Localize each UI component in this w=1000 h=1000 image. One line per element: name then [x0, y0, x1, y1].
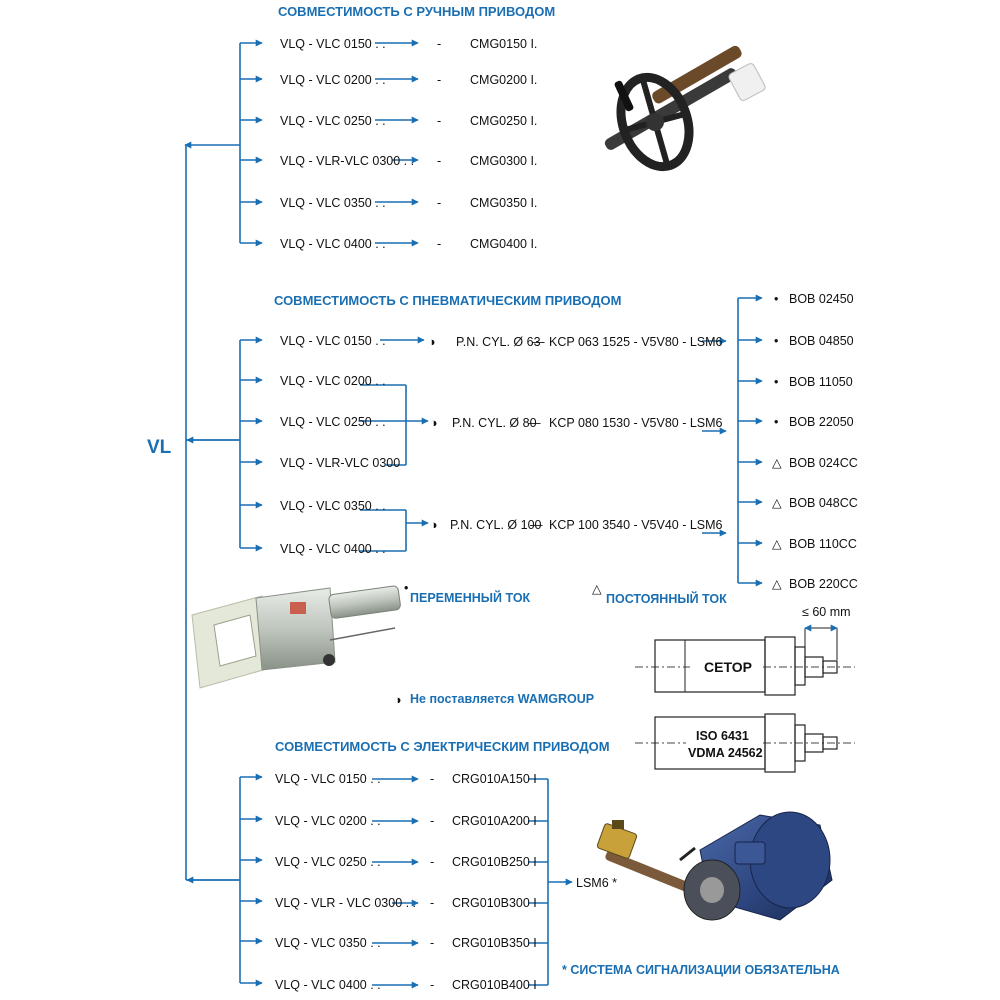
pneumatic-cylinders: ◑ P.N. CYL. Ø 63 — KCP 063 1525 - V5V80 … — [428, 335, 723, 532]
pneumatic-model: VLQ - VLC 0150 . . — [280, 334, 386, 348]
iso-drawing: ISO 6431 VDMA 24562 — [635, 713, 855, 773]
cetop-label: CETOP — [704, 659, 752, 675]
electric-code: CRG010B300 I — [452, 896, 537, 910]
dc-legend-symbol: △ — [592, 582, 602, 596]
electric-model: VLQ - VLC 0250 . . — [275, 855, 381, 869]
ac-dot-icon: • — [774, 334, 778, 348]
manual-model: VLQ - VLC 0400 . . — [280, 237, 386, 251]
electric-rows: VLQ - VLC 0150 . . - CRG010A150 I VLQ - … — [275, 772, 537, 992]
dc-triangle-icon: △ — [772, 496, 782, 510]
manual-code: CMG0150 I. — [470, 37, 537, 51]
cylinder-label: P.N. CYL. Ø 80 — [452, 416, 537, 430]
electric-dash: - — [430, 936, 434, 950]
manual-code: CMG0300 I. — [470, 154, 537, 168]
manual-code: CMG0200 I. — [470, 73, 537, 87]
manual-code: CMG0350 I. — [470, 196, 537, 210]
solenoid-code: BOB 11050 — [789, 375, 853, 389]
cylinder-kit: KCP 063 1525 - V5V80 - LSM6 — [549, 335, 723, 349]
dc-triangle-icon: △ — [772, 577, 782, 591]
solenoid-code: BOB 04850 — [789, 334, 854, 348]
manual-header: СОВМЕСТИМОСТЬ С РУЧНЫМ ПРИВОДОМ — [278, 4, 555, 19]
manual-rows: VLQ - VLC 0150 . . - CMG0150 I. VLQ - VL… — [280, 37, 537, 251]
ac-dot-icon: • — [774, 415, 778, 429]
dc-triangle-icon: △ — [772, 537, 782, 551]
cylinder-label: P.N. CYL. Ø 100 — [450, 518, 542, 532]
solenoid-code: BOB 220CC — [789, 577, 858, 591]
pneumatic-header: СОВМЕСТИМОСТЬ С ПНЕВМАТИЧЕСКИМ ПРИВОДОМ — [274, 293, 621, 308]
electric-code: CRG010A150 I — [452, 772, 537, 786]
dc-triangle-icon: △ — [772, 456, 782, 470]
pneumatic-model: VLQ - VLC 0200 . . — [280, 374, 386, 388]
manual-dash: - — [437, 114, 441, 128]
manual-dash: - — [437, 37, 441, 51]
manual-code: CMG0400 I. — [470, 237, 537, 251]
electric-model: VLQ - VLC 0350 . . — [275, 936, 381, 950]
ac-legend-symbol: • — [404, 581, 408, 595]
electric-dash: - — [430, 772, 434, 786]
electric-dash: - — [430, 814, 434, 828]
connector-lines — [184, 39, 763, 989]
electric-dash: - — [430, 855, 434, 869]
electric-header: СОВМЕСТИМОСТЬ С ЭЛЕКТРИЧЕСКИМ ПРИВОДОМ — [275, 739, 610, 754]
electric-model: VLQ - VLR - VLC 0300 . . — [275, 896, 416, 910]
ac-dot-icon: • — [774, 375, 778, 389]
pneumatic-models: VLQ - VLC 0150 . . VLQ - VLC 0200 . . VL… — [280, 334, 400, 556]
half-circle-icon: ◑ — [428, 335, 436, 349]
manual-dash: - — [437, 237, 441, 251]
not-supplied-symbol: ◑ — [394, 693, 402, 707]
ac-legend: ПЕРЕМЕННЫЙ ТОК — [410, 590, 531, 605]
cetop-drawing: CETOP ≤ 60 mm — [635, 605, 855, 696]
electric-dash: - — [430, 978, 434, 992]
cylinder-label: P.N. CYL. Ø 63 — [456, 335, 541, 349]
vdma-label: VDMA 24562 — [688, 746, 763, 760]
solenoid-code: BOB 048CC — [789, 496, 858, 510]
solenoid-code: BOB 110CC — [789, 537, 857, 551]
handwheel-illustration — [604, 45, 766, 172]
pneumatic-model: VLQ - VLC 0250 . . — [280, 415, 386, 429]
not-supplied-note: Не поставляется WAMGROUP — [410, 692, 594, 706]
solenoid-code: BOB 22050 — [789, 415, 854, 429]
cylinder-dash: — — [528, 416, 541, 430]
manual-dash: - — [437, 73, 441, 87]
electric-model: VLQ - VLC 0400 . . — [275, 978, 381, 992]
signalling-footnote: * СИСТЕМА СИГНАЛИЗАЦИИ ОБЯЗАТЕЛЬНА — [562, 963, 840, 977]
manual-dash: - — [437, 196, 441, 210]
cylinder-kit: KCP 100 3540 - V5V40 - LSM6 — [549, 518, 723, 532]
manual-dash: - — [437, 154, 441, 168]
root-label: VL — [147, 437, 172, 458]
electric-code: CRG010B350 I — [452, 936, 537, 950]
solenoid-list: • BOB 02450 • BOB 04850 • BOB 11050 • BO… — [772, 292, 858, 591]
manual-model: VLQ - VLC 0250 . . — [280, 114, 386, 128]
pneumatic-model: VLQ - VLR-VLC 0300 — [280, 456, 400, 470]
cylinder-dash: — — [532, 335, 545, 349]
limit-switch-label: LSM6 * — [576, 876, 617, 890]
solenoid-code: BOB 024CC — [789, 456, 858, 470]
pneumatic-model: VLQ - VLC 0400 . . — [280, 542, 386, 556]
manual-model: VLQ - VLC 0150 . . — [280, 37, 386, 51]
manual-model: VLQ - VLC 0350 . . — [280, 196, 386, 210]
dimension-label: ≤ 60 mm — [802, 605, 851, 619]
electric-actuator-illustration — [596, 811, 833, 921]
cylinder-dash: — — [530, 518, 543, 532]
half-circle-icon: ◑ — [430, 416, 438, 430]
electric-model: VLQ - VLC 0200 . . — [275, 814, 381, 828]
cylinder-kit: KCP 080 1530 - V5V80 - LSM6 — [549, 416, 723, 430]
manual-model: VLQ - VLR-VLC 0300 . . — [280, 154, 414, 168]
solenoid-code: BOB 02450 — [789, 292, 854, 306]
electric-code: CRG010B400 I — [452, 978, 537, 992]
iso-label: ISO 6431 — [696, 729, 749, 743]
manual-model: VLQ - VLC 0200 . . — [280, 73, 386, 87]
pneumatic-model: VLQ - VLC 0350 . . — [280, 499, 386, 513]
dc-legend: ПОСТОЯННЫЙ ТОК — [606, 591, 727, 606]
electric-model: VLQ - VLC 0150 . . — [275, 772, 381, 786]
ac-dot-icon: • — [774, 292, 778, 306]
electric-code: CRG010A200 I — [452, 814, 537, 828]
half-circle-icon: ◑ — [430, 518, 438, 532]
electric-dash: - — [430, 896, 434, 910]
pneumatic-valve-illustration — [191, 585, 401, 689]
electric-code: CRG010B250 I — [452, 855, 537, 869]
manual-code: CMG0250 I. — [470, 114, 537, 128]
